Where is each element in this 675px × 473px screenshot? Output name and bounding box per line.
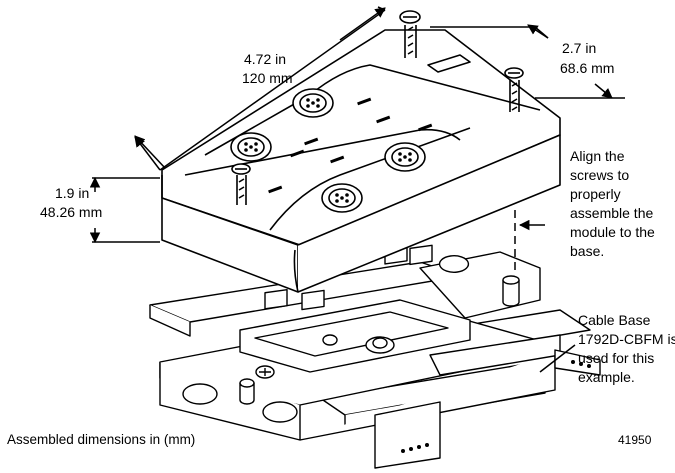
- module-screws: [231, 10, 524, 205]
- length-mm-label: 120 mm: [242, 70, 293, 86]
- align-note-line: properly: [570, 186, 621, 202]
- cable-base-note-line: used for this: [578, 350, 655, 366]
- align-note-line: screws to: [570, 167, 630, 183]
- figure-number: 41950: [618, 433, 652, 447]
- dimension-lines: [89, 6, 625, 373]
- cable-base-note-line: example.: [578, 369, 635, 385]
- height-in-label: 1.9 in: [55, 185, 90, 201]
- align-note-line: Align the: [570, 148, 625, 164]
- cable-base-note-line: Cable Base: [578, 312, 651, 328]
- width-in-label: 2.7 in: [562, 40, 597, 56]
- height-mm-label: 48.26 mm: [40, 204, 103, 220]
- align-note-line: module to the: [570, 224, 655, 240]
- figure-caption: Assembled dimensions in (mm): [7, 432, 196, 447]
- align-note-line: base.: [570, 243, 605, 259]
- width-mm-label: 68.6 mm: [560, 60, 615, 76]
- cable-base-note-line: 1792D-CBFM is: [578, 331, 675, 347]
- io-module: [161, 10, 561, 293]
- align-note-line: assemble the: [570, 205, 654, 221]
- connector-ports: [230, 88, 426, 213]
- length-in-label: 4.72 in: [244, 51, 287, 67]
- cable-base: [149, 244, 601, 469]
